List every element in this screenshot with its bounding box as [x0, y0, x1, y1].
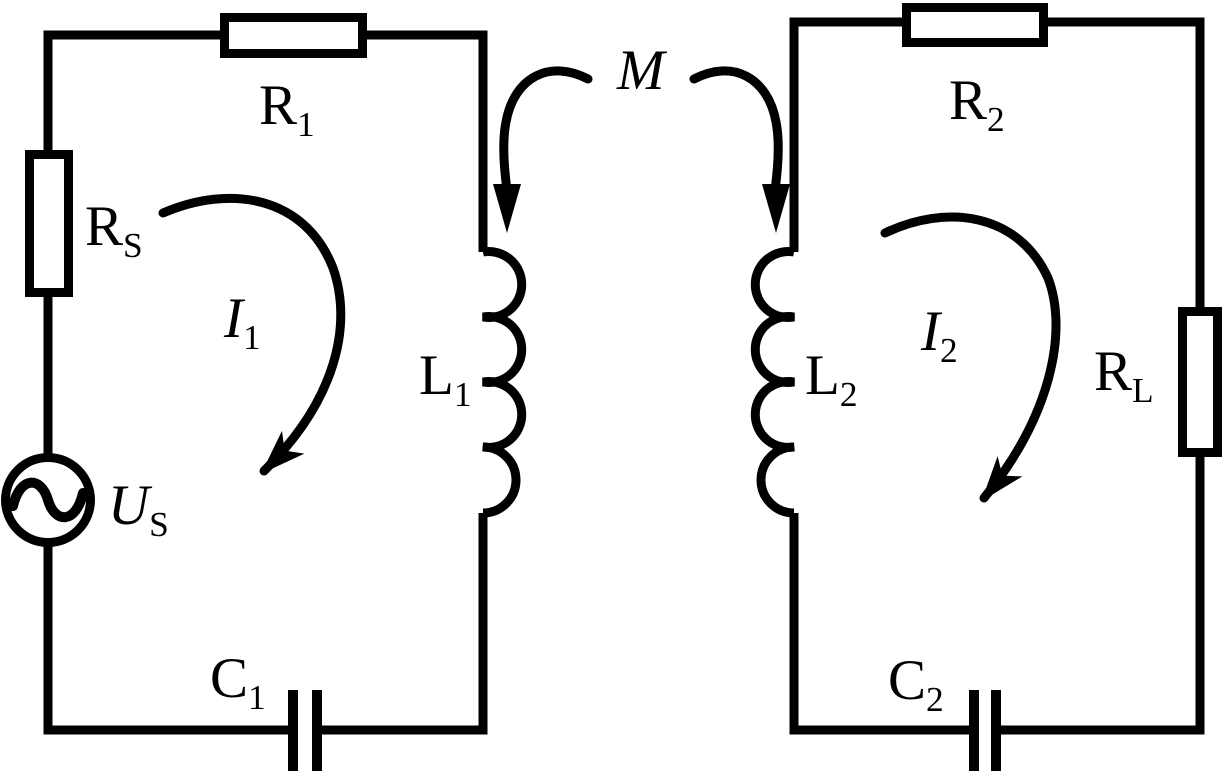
mutual-arrow-right-head-icon [762, 184, 790, 233]
ac-source-sine-icon [8, 477, 88, 523]
label-c2: C2 [888, 649, 944, 719]
wire-left-loop-main [43, 30, 488, 735]
label-rs: RS [85, 195, 143, 265]
label-i2: I2 [921, 300, 958, 370]
label-m: M [617, 39, 665, 102]
label-l1: L1 [419, 344, 472, 414]
inductor-l1-coil [482, 247, 527, 518]
capacitor-c1-left-plate [288, 690, 298, 771]
label-c1: C1 [210, 647, 266, 717]
current-i2-arrow [880, 212, 1061, 503]
resistor-r1-body [220, 13, 367, 58]
capacitor-c2-left-plate [969, 690, 979, 771]
wire-right-loop-lower-left [789, 513, 974, 735]
label-rl: RL [1094, 340, 1154, 410]
inductor-l2-coil [750, 247, 795, 518]
mutual-arrow-left-head-icon [493, 184, 521, 233]
capacitor-c1-right-plate [312, 690, 322, 771]
resistor-rl-body [1178, 307, 1222, 457]
wire-right-loop-main [789, 17, 1205, 735]
label-i1: I1 [224, 287, 261, 357]
resistor-rs-body [25, 150, 73, 297]
label-r1: R1 [259, 74, 315, 144]
wire-left-loop-lower-right [317, 513, 488, 735]
mutual-arrow-left-curve [499, 66, 593, 195]
label-us: US [108, 474, 169, 544]
capacitor-c2-right-plate [991, 690, 1001, 771]
mutual-arrow-right-curve [689, 66, 783, 195]
current-i1-arrow [158, 193, 346, 476]
resistor-r2-body [902, 3, 1048, 47]
label-r2: R2 [949, 69, 1005, 139]
label-l2: L2 [805, 344, 858, 414]
